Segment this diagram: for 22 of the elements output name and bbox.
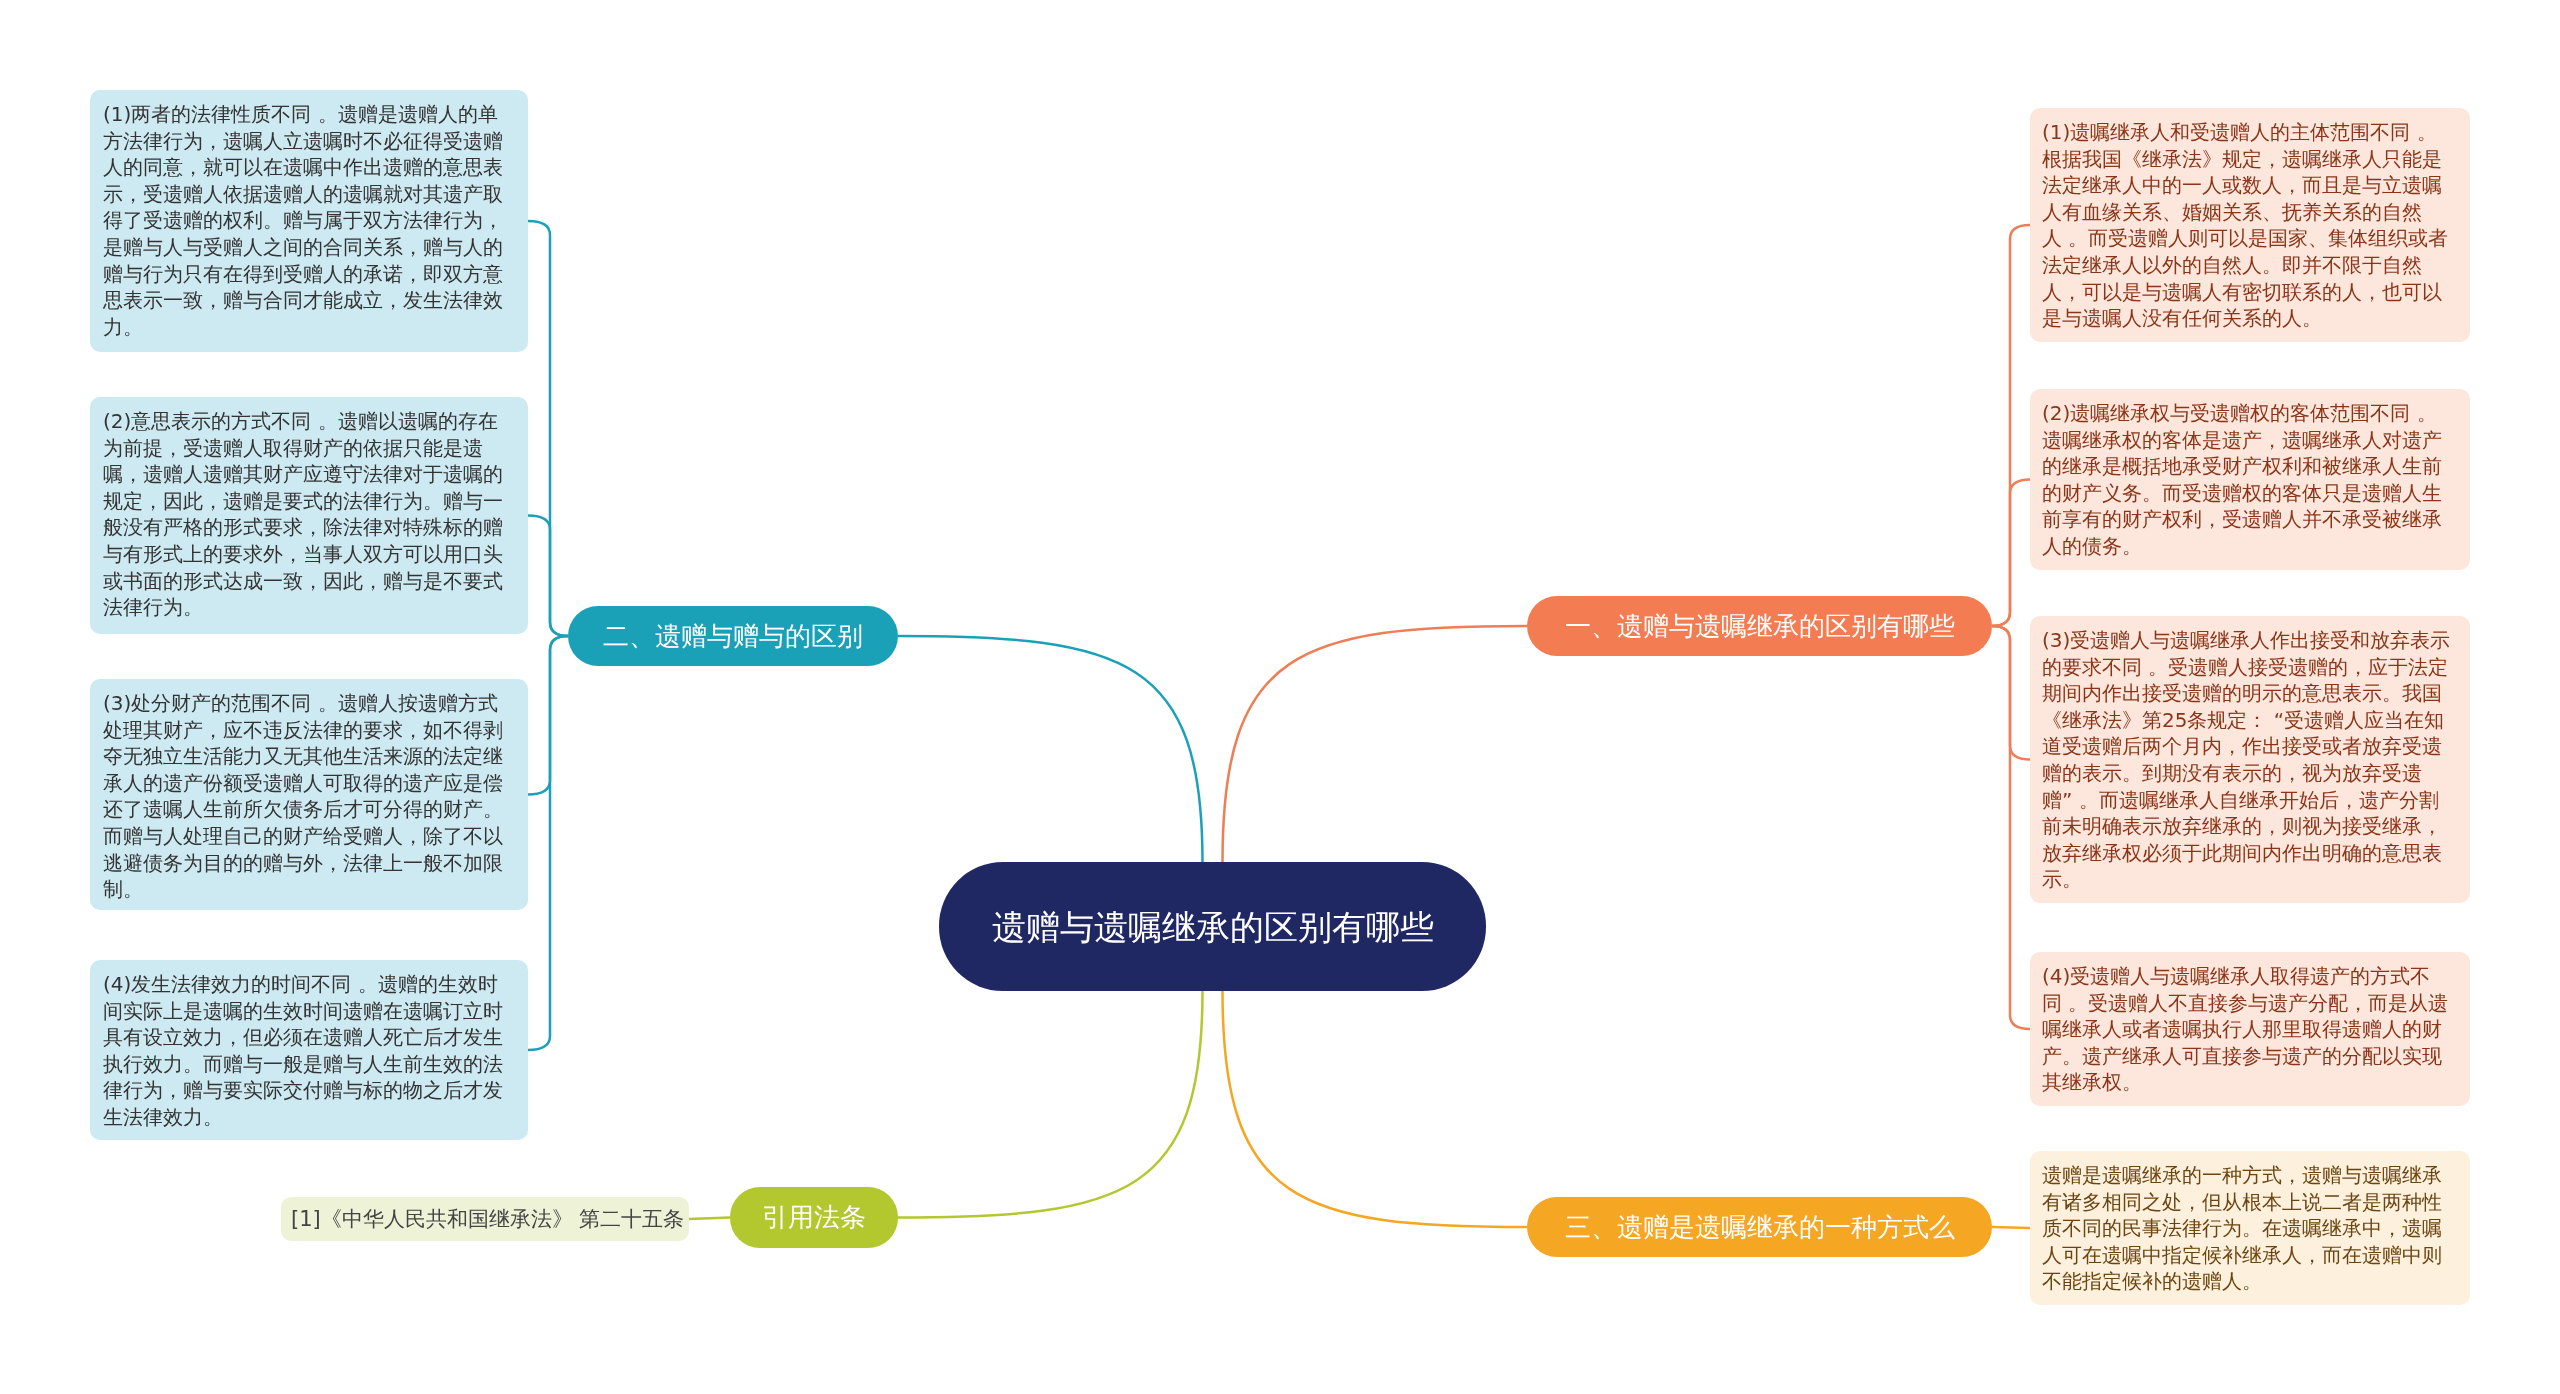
connector-line [898,634,1204,863]
connector-line [1991,624,2031,1031]
note-box: (4)发生法律效力的时间不同 。遗赠的生效时间实际上是遗嘱的生效时间遗赠在遗嘱订立时具有设立效力，但必须在遗赠人死亡后才发生执行效力。而赠与一般是赠与人生前生效的法律行为，赠与要实际交付赠与标的物之后才发生法律效力。 [90,960,528,1140]
connector-line [1221,624,1527,863]
connector-line [1221,990,1527,1229]
branch-pill: 三、遗赠是遗嘱继承的一种方式么 [1527,1197,1992,1257]
note-box: (2)遗嘱继承权与受遗赠权的客体范围不同 。遗嘱继承权的客体是遗产，遗嘱继承人对遗产的继承是概括地承受财产权利和被继承人生前的财产义务。而受遗赠权的客体只是遗赠人生前享有的财产权利，受遗赠人并不承受被继承人的债务。 [2030,389,2470,570]
note-box: (2)意思表示的方式不同 。遗赠以遗嘱的存在为前提，受遗赠人取得财产的依据只能是遗嘱，遗赠人遗赠其财产应遵守法律对于遗嘱的规定，因此，遗赠是要式的法律行为。赠与一般没有严格的形式要求，除法律对特殊标的赠与有形式上的要求外，当事人双方可以用口头或书面的形式达成一致，因此，赠与是不要式法律行为。 [90,397,528,634]
branch-pill: 二、遗赠与赠与的区别 [568,606,898,666]
topic-box: 遗赠与遗嘱继承的区别有哪些 [939,862,1486,991]
branch-pill: 引用法条 [730,1187,898,1248]
branch-pill: 一、遗赠与遗嘱继承的区别有哪些 [1527,596,1992,656]
note-box: (1)两者的法律性质不同 。遗赠是遗赠人的单方法律行为，遗嘱人立遗嘱时不必征得受遗赠人的同意，就可以在遗嘱中作出遗赠的意思表示，受遗赠人依据遗赠人的遗嘱就对其遗产取得了受遗赠的权利。赠与属于双方法律行为，是赠与人与受赠人之间的合同关系，赠与人的赠与行为只有在得到受赠人的承诺，即双方意思表示一致，赠与合同才能成立，发生法律效力。 [90,90,528,352]
note-box: (3)处分财产的范围不同 。遗赠人按遗赠方式处理其财产，应不违反法律的要求，如不得剥夺无独立生活能力又无其他生活来源的法定继承人的遗产份额受遗赠人可取得的遗产应是偿还了遗嘱人生前所欠债务后才可分得的财产。而赠与人处理自己的财产给受赠人，除了不以逃避债务为目的的赠与外，法律上一般不加限制。 [90,679,528,910]
connector-line [898,990,1204,1219]
connector-line [1991,1225,2031,1230]
note-box: (1)遗嘱继承人和受遗赠人的主体范围不同 。根据我国《继承法》规定，遗嘱继承人只能是法定继承人中的一人或数人，而且是与立遗嘱人有血缘关系、婚姻关系、抚养关系的自然人 。而受遗赠人则可以是国家、集体组织或者法定继承人以外的自然人。即并不限于自然人，可以是与遗嘱人有密切联系的人，也可以是与遗嘱人没有任何关系的人。 [2030,108,2470,342]
note-box: (3)受遗赠人与遗嘱继承人作出接受和放弃表示的要求不同 。受遗赠人接受遗赠的，应于法定期间内作出接受遗赠的明示的意思表示。我国《继承法》第25条规定： “受遗赠人应当在知道受遗赠后两个月内，作出接受或者放弃受遗赠的表示。到期没有表示的，视为放弃受遗赠” 。而遗嘱继承人自继承开始后，遗产分割前未明确表示放弃继承的，则视为接受继承，放弃继承权必须于此期间内作出明确的意思表示。 [2030,616,2470,903]
note-box: 遗赠是遗嘱继承的一种方式，遗赠与遗嘱继承有诸多相同之处，但从根本上说二者是两种性质不同的民事法律行为。在遗嘱继承中，遗嘱人可在遗嘱中指定候补继承人，而在遗赠中则不能指定候补的遗赠人。 [2030,1151,2470,1305]
connector-line [688,1216,731,1221]
note-box: (4)受遗赠人与遗嘱继承人取得遗产的方式不同 。受遗赠人不直接参与遗产分配，而是从遗嘱继承人或者遗嘱执行人那里取得遗赠人的财产。遗产继承人可直接参与遗产的分配以实现其继承权。 [2030,952,2470,1106]
note-box: [1]《中华人民共和国继承法》 第二十五条 [281,1197,689,1241]
